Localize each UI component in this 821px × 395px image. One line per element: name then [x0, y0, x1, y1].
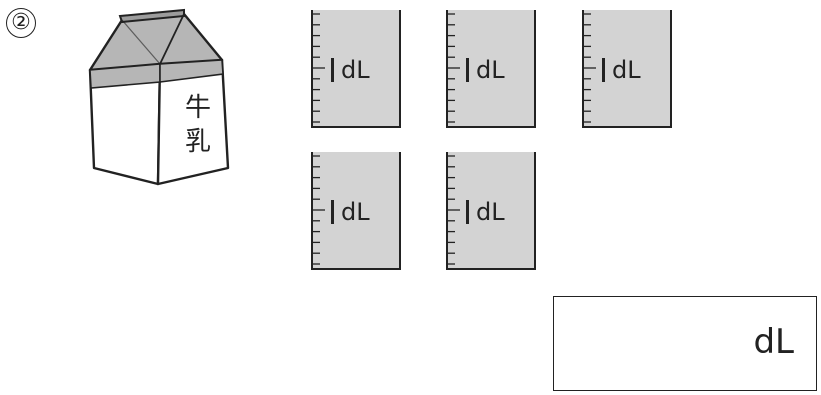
measuring-cup: dL [311, 152, 401, 270]
carton-label-line1: 牛 [185, 93, 211, 123]
cup-unit: dL [612, 56, 641, 84]
cup-label: dL [466, 58, 505, 82]
one-bar [466, 200, 469, 224]
scale-ticks [313, 155, 325, 265]
scale-ticks [313, 13, 325, 123]
cup-unit: dL [341, 56, 370, 84]
measuring-cup: dL [582, 10, 672, 128]
scale-ticks [448, 13, 460, 123]
one-bar [331, 58, 334, 82]
cup-label: dL [466, 200, 505, 224]
cup-label: dL [602, 58, 641, 82]
scale-ticks [584, 13, 596, 123]
question-number: ② [6, 8, 36, 38]
milk-carton-icon: 牛 乳 [88, 8, 230, 186]
answer-box[interactable]: dL [553, 296, 817, 391]
measuring-cup: dL [311, 10, 401, 128]
cup-unit: dL [476, 198, 505, 226]
one-bar [602, 58, 605, 82]
cup-label: dL [331, 58, 370, 82]
answer-unit: dL [753, 322, 794, 362]
one-bar [331, 200, 334, 224]
cup-unit: dL [341, 198, 370, 226]
cup-label: dL [331, 200, 370, 224]
cup-unit: dL [476, 56, 505, 84]
carton-label-line2: 乳 [185, 127, 211, 157]
one-bar [466, 58, 469, 82]
scale-ticks [448, 155, 460, 265]
measuring-cup: dL [446, 152, 536, 270]
measuring-cup: dL [446, 10, 536, 128]
